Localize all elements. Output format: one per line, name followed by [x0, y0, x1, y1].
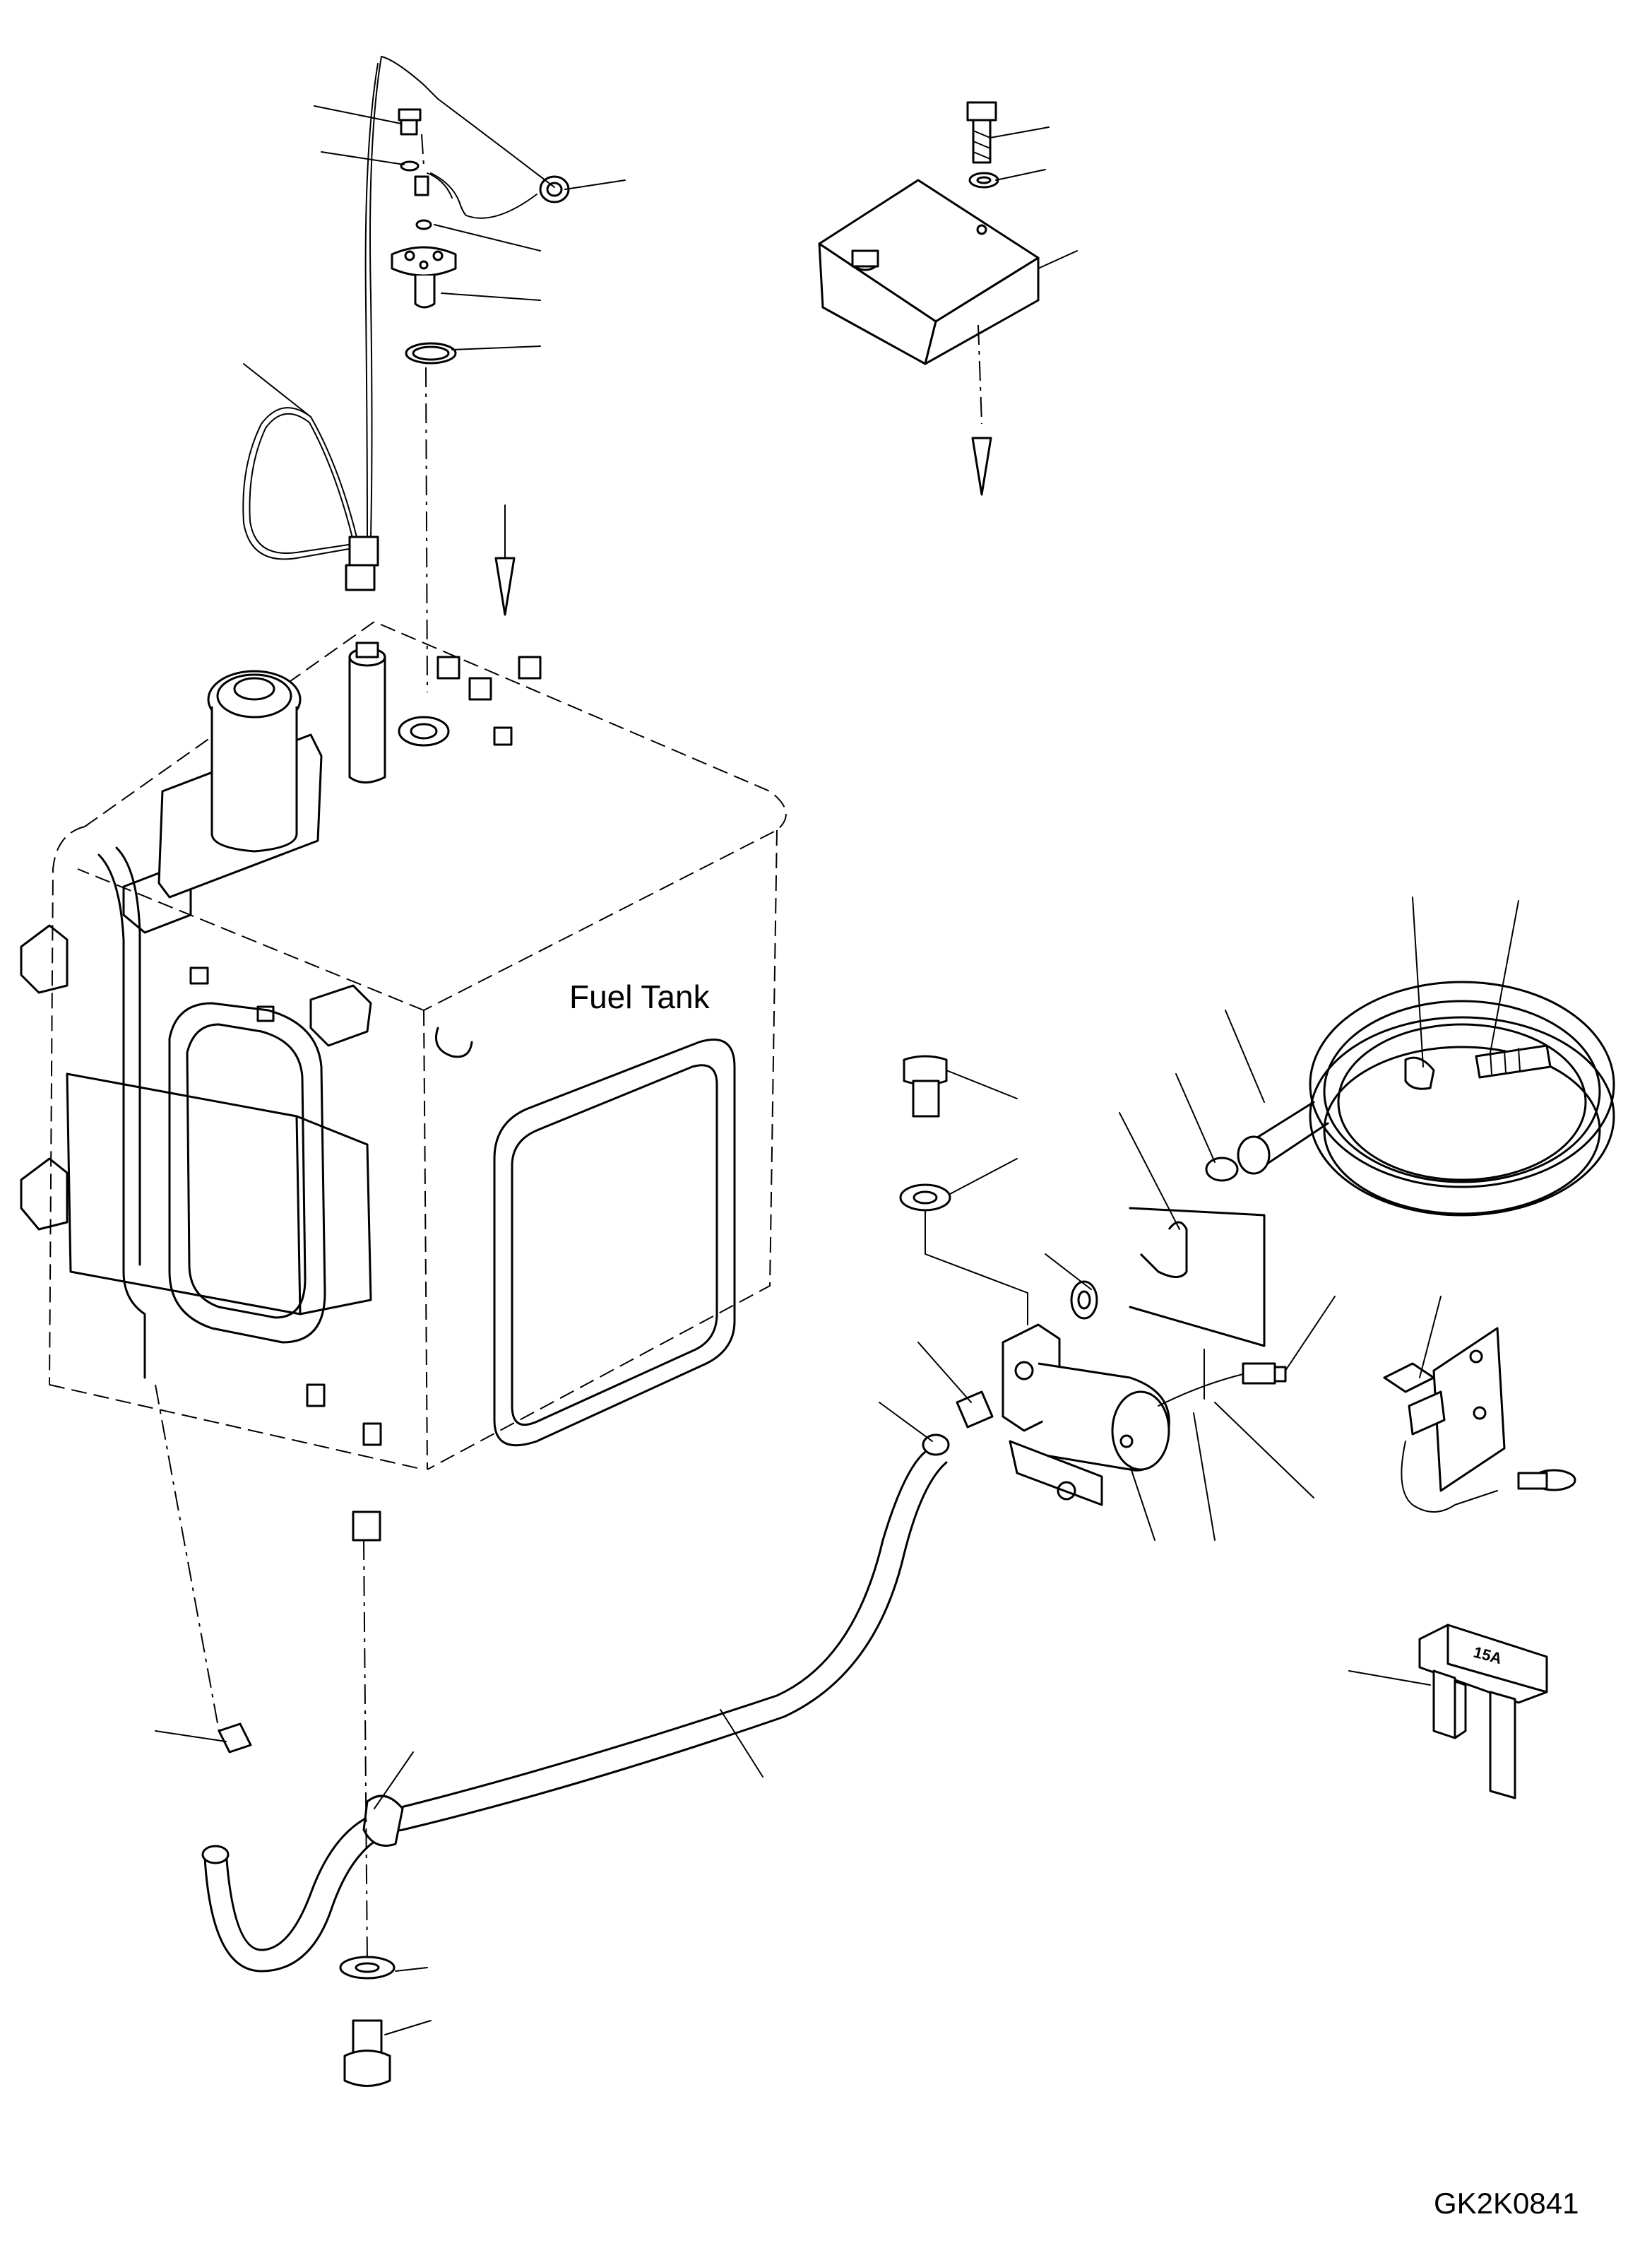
cover-box: [818, 101, 1040, 496]
drawing-code: GK2K0841: [1434, 2187, 1579, 2220]
leader-lines: [155, 105, 1519, 2035]
install-arrow: [494, 504, 516, 616]
supply-hose: [201, 1450, 948, 1973]
fuel-level-sender: [242, 56, 570, 693]
guide-line: [363, 1539, 368, 1965]
pump-bolt: [899, 1055, 951, 1212]
fuel-tank: [20, 620, 787, 1542]
relay-bracket: [1383, 1327, 1576, 1513]
bottom-bolt: [339, 1956, 396, 2087]
fuse: 15A: [1418, 1624, 1548, 1799]
fuel-tank-label: Fuel Tank: [569, 978, 710, 1015]
guide-line: [155, 1384, 220, 1732]
coiled-hose: [1129, 981, 1615, 1347]
fuel-pump: [922, 1204, 1287, 1506]
